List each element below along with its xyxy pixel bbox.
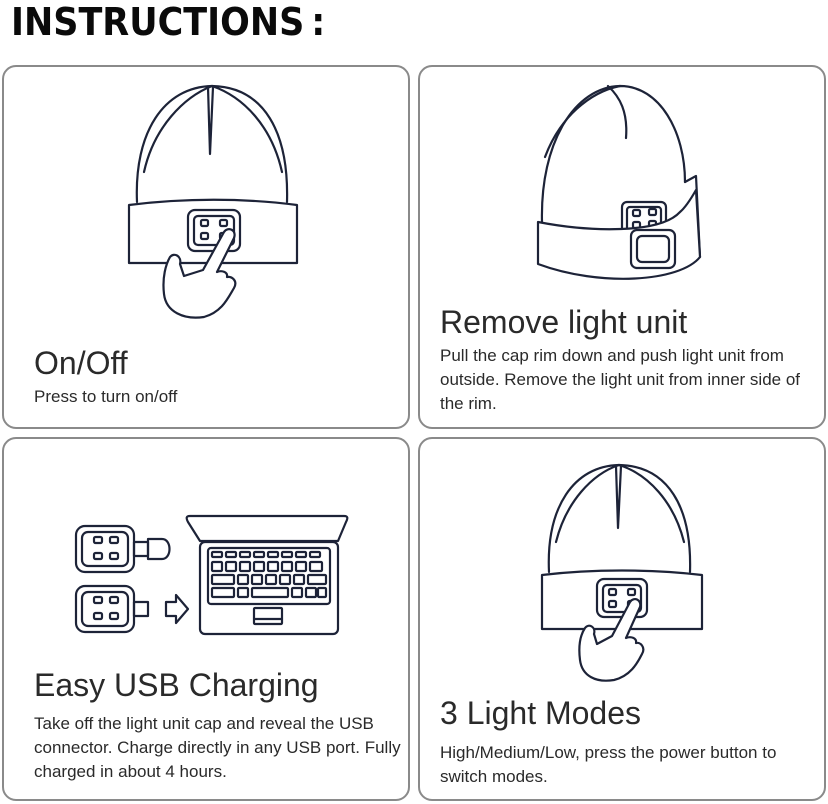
beanie-front-finger-press-icon	[540, 463, 704, 682]
card-description: Pull the cap rim down and push light uni…	[440, 346, 801, 413]
card-title: On/Off	[34, 345, 128, 381]
card-usb-charging: Easy USB Charging Take off the light uni…	[2, 437, 410, 801]
page-title: INSTRUCTIONS :	[11, 0, 326, 44]
card-description: Press to turn on/off	[34, 387, 178, 406]
card-title: 3 Light Modes	[440, 695, 642, 731]
card-description: Take off the light unit cap and reveal t…	[34, 714, 401, 781]
usb-light-unit-laptop-icon	[74, 514, 349, 636]
card-title: Easy USB Charging	[34, 667, 319, 703]
beanie-front-finger-press-icon	[127, 84, 299, 319]
card-remove-light-unit: Remove light unit Pull the cap rim down …	[418, 65, 826, 429]
card-on-off: On/Off Press to turn on/off	[2, 65, 410, 429]
card-light-modes: 3 Light Modes High/Medium/Low, press the…	[418, 437, 826, 801]
card-description: High/Medium/Low, press the power button …	[440, 743, 777, 786]
card-title: Remove light unit	[440, 304, 688, 340]
beanie-side-light-unit-icon	[536, 84, 702, 280]
